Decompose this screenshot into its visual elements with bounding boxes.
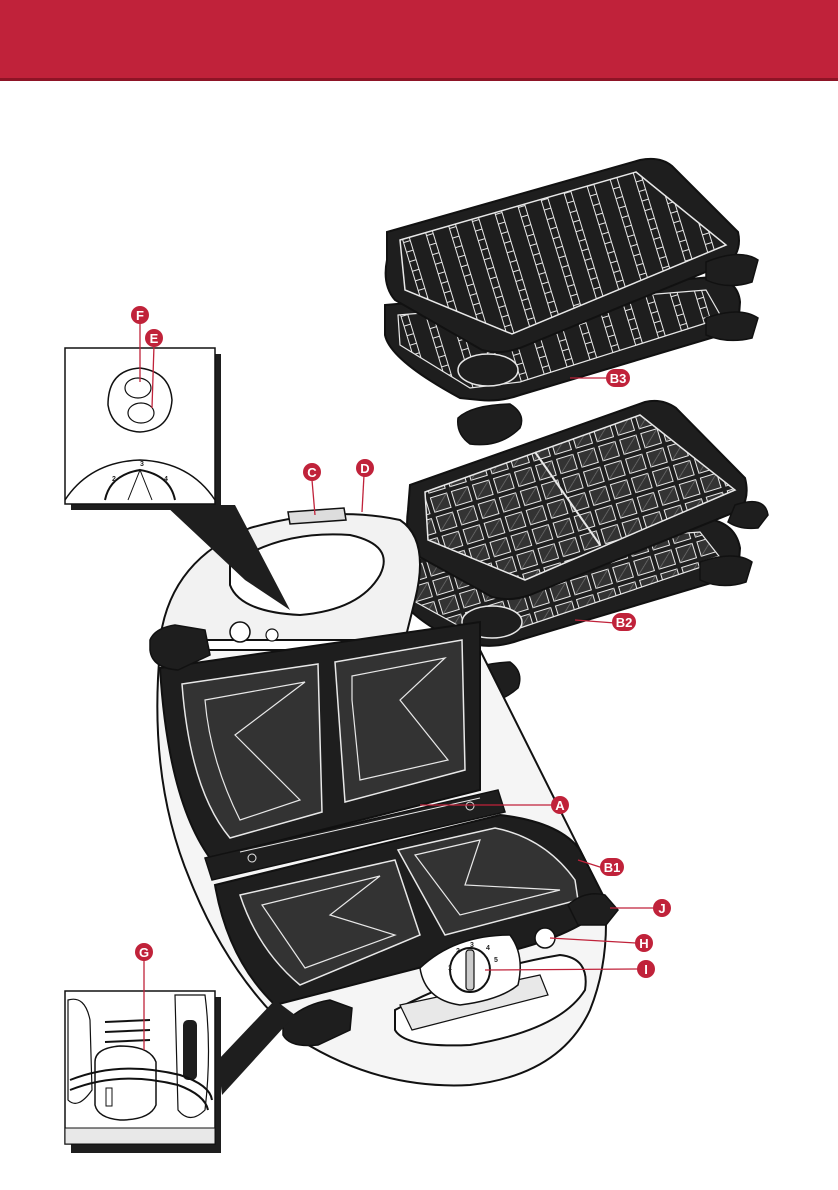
callout-j-label: J <box>658 901 665 916</box>
callout-j: J <box>653 899 671 917</box>
callout-f-label: F <box>136 308 144 323</box>
callout-b1-label: B1 <box>604 860 621 875</box>
callout-e: E <box>145 329 163 347</box>
inset-lights-dial: 2 3 4 <box>65 348 290 610</box>
callout-h: H <box>635 934 653 952</box>
dial-mark-4: 4 <box>486 945 490 952</box>
inset-dial-mark-4: 4 <box>164 476 168 483</box>
callout-f: F <box>131 306 149 324</box>
callout-g-label: G <box>139 945 149 960</box>
callout-b1: B1 <box>600 858 624 876</box>
callout-c-label: C <box>307 465 317 480</box>
callout-d-label: D <box>360 461 369 476</box>
dial-mark-2: 2 <box>456 948 460 955</box>
inset-cord-storage <box>65 991 295 1153</box>
callout-e-label: E <box>150 331 159 346</box>
inset-dial-mark-2: 2 <box>112 476 116 483</box>
inset-dial-mark-3: 3 <box>140 461 144 468</box>
callout-b3-label: B3 <box>610 371 627 386</box>
dial-mark-5: 5 <box>494 957 498 964</box>
callout-b3: B3 <box>606 369 630 387</box>
dial-mark-1: 1 <box>448 965 452 972</box>
dial-mark-3: 3 <box>470 942 474 949</box>
grill-plate-b3 <box>385 159 758 445</box>
callout-h-label: H <box>639 936 648 951</box>
callout-c: C <box>303 463 321 481</box>
callout-g: G <box>135 943 153 961</box>
callout-a: A <box>551 796 569 814</box>
callout-b2: B2 <box>612 613 636 631</box>
callout-b2-label: B2 <box>616 615 633 630</box>
callout-a-label: A <box>555 798 565 813</box>
callout-d: D <box>356 459 374 477</box>
callout-i-label: I <box>644 962 648 977</box>
callout-i: I <box>637 960 655 978</box>
